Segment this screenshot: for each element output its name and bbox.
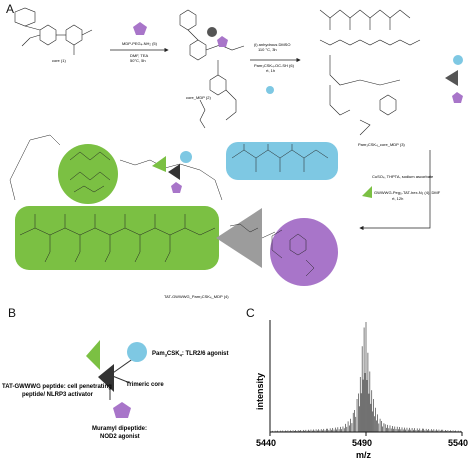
spectrum-panel-c: 5440 5490 5540 m/z intensity <box>255 320 468 460</box>
core-molecule <box>14 7 93 55</box>
legend-core-icon <box>98 364 114 392</box>
tat-peptide-blob <box>15 206 219 270</box>
step2-time: rt, 1h <box>266 68 275 73</box>
final-pam-icon <box>180 151 192 163</box>
core-mdp-pentagon-icon <box>217 36 228 47</box>
step1-cond-2: 50°C, 5h <box>130 58 146 63</box>
pam-core-pam-icon <box>453 55 463 65</box>
legend-mdp-label-2: NOD2 agonist <box>100 434 140 440</box>
legend-mdp-label-1: Muramyl dipeptide: <box>92 426 147 432</box>
core-label: core (1) <box>52 58 66 63</box>
panel-label-c: C <box>246 306 255 320</box>
pam-reagent-label: Pam₃CSK₄-OC-SH (6) <box>254 63 295 68</box>
spectrum-ylabel: intensity <box>255 373 265 410</box>
legend-tat-label-2: peptide/ NLRP3 activator <box>22 392 94 398</box>
step1-cond-1: DMF, TEA <box>130 53 148 58</box>
legend-pam-icon <box>127 342 147 362</box>
pam-core-core-icon <box>445 70 458 86</box>
step3-cond-1: CuSO₄, THPTA, sodium ascorbate <box>372 174 434 179</box>
spectrum-xtick-0: 5440 <box>256 438 276 448</box>
step2-cond-2: 110 °C, 3h <box>258 47 277 52</box>
step3-time: rt, 12h <box>392 196 403 201</box>
core-mdp-label: core_MDP (2) <box>186 95 211 100</box>
step2-cond-1: (i) anhydrous DMSO <box>254 42 290 47</box>
core-mdp-molecule <box>179 9 245 129</box>
core-wedge-icon <box>207 27 217 37</box>
mdp-pentagon-icon <box>133 22 147 35</box>
step3-reagent: GWWWG-Peg₅-TAT-hex-N₃ (4), DMF <box>374 190 441 195</box>
legend-pam-label: Pam3CSK4: TLR2/6 agonist <box>152 351 229 358</box>
pam-core-mdp-icon <box>452 92 463 103</box>
legend-tat-label-1: TAT-GWWWG peptide: cell penetrating <box>2 384 112 390</box>
tryptophan-blob <box>58 144 118 204</box>
core-triangle-blob <box>216 208 262 268</box>
pam-core-mdp-molecule <box>319 9 421 136</box>
step3-arrow <box>359 150 431 231</box>
spectrum-xlabel: m/z <box>356 450 372 460</box>
panel-label-b: B <box>8 306 17 320</box>
legend-mdp-icon <box>113 402 131 418</box>
legend-core-label: Trimeric core <box>126 382 164 388</box>
pam-lipopeptide-blob <box>226 142 338 180</box>
final-tat-icon <box>152 156 166 172</box>
scheme-panel-a: core (1) MDP-PEG₄-NH₂ (5) DMF, TEA 50°C,… <box>9 7 463 299</box>
final-structure-lines <box>9 134 329 277</box>
mdp-blob <box>270 218 338 286</box>
final-mdp-icon <box>171 182 182 193</box>
pam-core-mdp-label: Pam₃CSK₄_core_MDP (3) <box>358 142 405 147</box>
legend-tat-icon <box>86 340 100 370</box>
legend-panel-b: Pam3CSK4: TLR2/6 agonist TAT-GWWWG pepti… <box>2 340 229 440</box>
final-core-icon <box>168 164 180 180</box>
final-product-label: TAT-GWWWG_Pam₃CSK₄_MDP (4) <box>164 294 229 299</box>
panel-label-a: A <box>6 2 15 16</box>
spectrum-xtick-1: 5490 <box>352 438 372 448</box>
mdp-peg-label: MDP-PEG₄-NH₂ (5) <box>122 41 158 46</box>
spectrum-xtick-2: 5540 <box>448 438 468 448</box>
pam-reagent-icon <box>266 86 274 94</box>
spectrum-trace <box>269 322 462 432</box>
step3-tat-icon <box>362 186 372 198</box>
